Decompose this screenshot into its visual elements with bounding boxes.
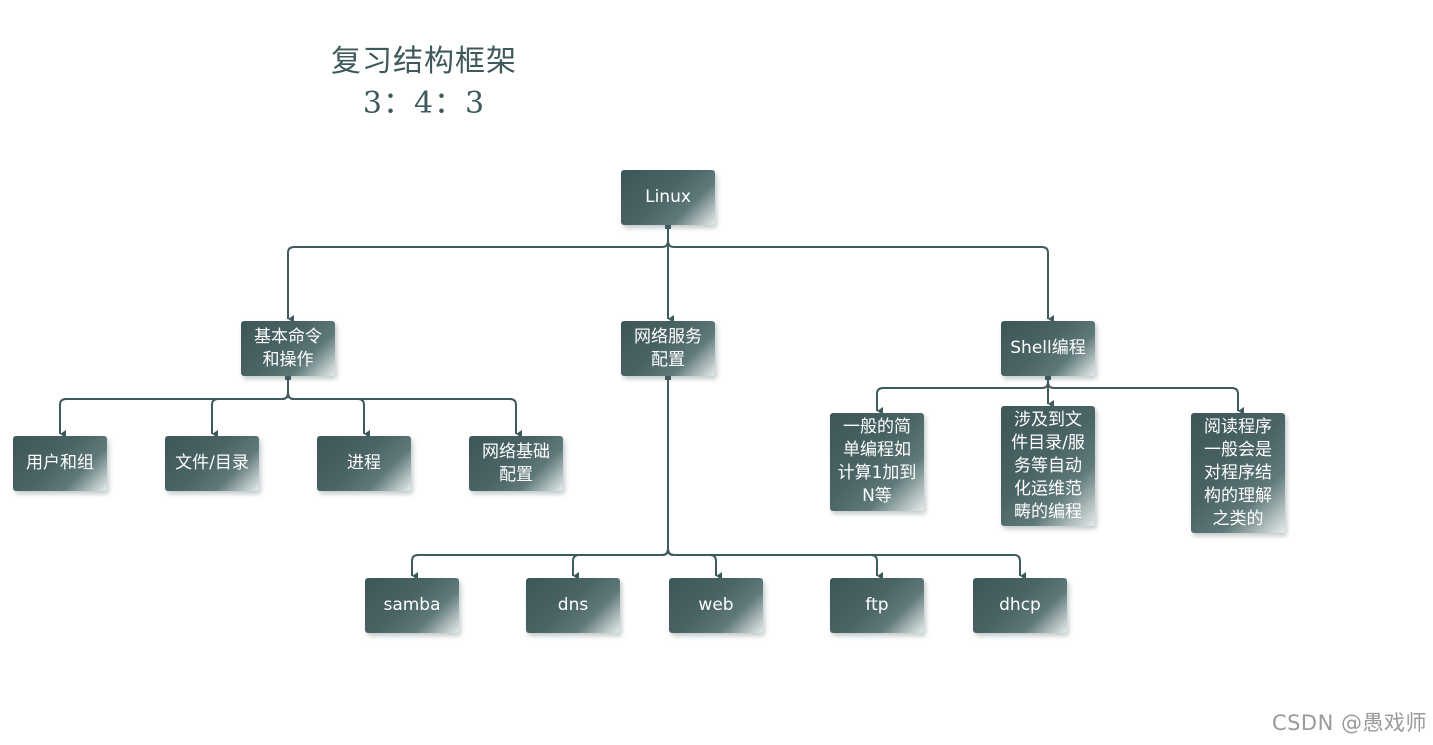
node-process: 进程 bbox=[317, 436, 411, 491]
watermark: CSDN @愚戏师 bbox=[1271, 711, 1427, 735]
connector-dot-network bbox=[665, 375, 671, 380]
node-web: web bbox=[669, 578, 763, 633]
node-samba: samba bbox=[365, 578, 459, 633]
diagram-title: 复习结构框架 bbox=[331, 44, 517, 79]
connector-basic-users bbox=[59, 379, 289, 438]
connector-network-dhcp bbox=[667, 379, 1026, 580]
node-dhcp: dhcp bbox=[973, 578, 1067, 633]
connector-basic-process bbox=[287, 379, 370, 438]
connector-dot-linux bbox=[665, 224, 671, 229]
connector-network-dns bbox=[572, 379, 669, 580]
connector-linux-shell bbox=[667, 228, 1054, 323]
connector-linux-basic bbox=[287, 228, 669, 323]
connector-dot-shell bbox=[1045, 375, 1051, 380]
connector-basic-files bbox=[211, 379, 289, 438]
node-ftp: ftp bbox=[830, 578, 924, 633]
node-dns: dns bbox=[526, 578, 620, 633]
node-shell-automation: 涉及到文 件目录/服 务等自动 化运维范 畴的编程 bbox=[1001, 406, 1095, 526]
node-shell-simple: 一般的简 单编程如 计算1加到 N等 bbox=[830, 413, 924, 511]
node-shell-programming: Shell编程 bbox=[1001, 321, 1095, 376]
node-basic-commands: 基本命令 和操作 bbox=[241, 321, 335, 376]
connector-dot-basic bbox=[285, 375, 291, 380]
node-files-dirs: 文件/目录 bbox=[165, 436, 259, 491]
node-network-services: 网络服务 配置 bbox=[621, 321, 715, 376]
node-shell-reading: 阅读程序 一般会是 对程序结 构的理解 之类的 bbox=[1191, 413, 1285, 533]
node-users-groups: 用户和组 bbox=[13, 436, 107, 491]
connector-shell-shell3 bbox=[1047, 379, 1244, 415]
node-linux: Linux bbox=[621, 170, 715, 225]
node-network-basics: 网络基础 配置 bbox=[469, 436, 563, 491]
connector-basic-netbase bbox=[287, 379, 522, 438]
diagram-ratio: 3：4：3 bbox=[362, 86, 486, 121]
connector-network-web bbox=[667, 379, 722, 580]
